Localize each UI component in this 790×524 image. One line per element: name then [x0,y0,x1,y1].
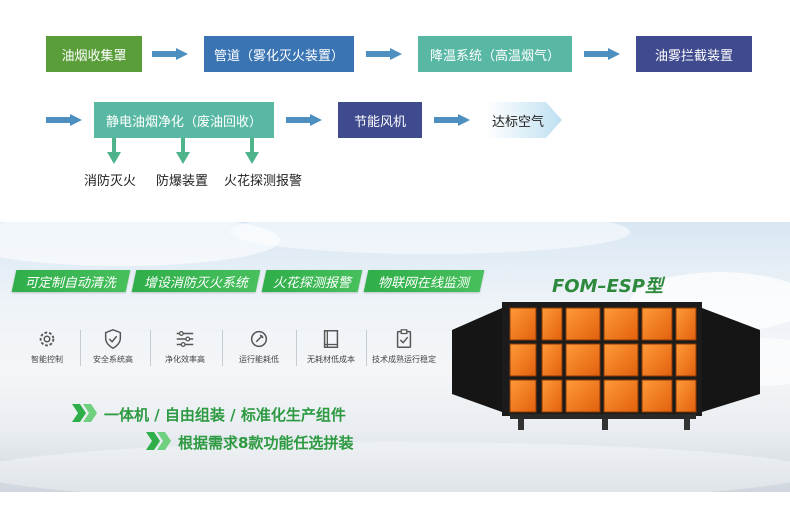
feature-divider [80,330,81,366]
filter-module [675,307,697,341]
feature-efficiency: 净化效率高 [152,328,218,365]
filter-module [509,379,537,413]
filter-module [603,343,639,377]
filter-module [641,307,673,341]
feature-smart-control: 智能控制 [14,328,80,365]
book-icon [323,330,339,348]
tag-spark-alarm: 火花探测报警 [261,270,363,292]
tag-iot-monitoring: 物联网在线监测 [363,270,485,292]
model-name: FOM–ESP型 [552,276,663,297]
clipboard-check-icon [396,329,412,348]
filter-module [565,307,601,341]
filter-module [541,343,563,377]
shield-check-icon [104,329,122,349]
flow-box-electrostatic: 静电油烟净化（废油回收） [94,102,274,138]
right-arrow-icon [366,48,402,60]
filter-module [603,307,639,341]
sub-label-spark-detection: 火花探测报警 [224,174,303,189]
filter-module [509,307,537,341]
tagline-modular: 一体机 / 自由组装 / 标准化生产组件 [104,406,346,424]
feature-divider [222,330,223,366]
filter-module [675,343,697,377]
filter-module [641,343,673,377]
clean-air-label: 达标空气 [491,114,544,130]
sliders-icon [176,331,194,347]
sub-label-explosion-proof: 防爆装置 [156,174,209,189]
double-chevron-icon [72,404,97,422]
double-chevron-icon [146,432,171,450]
flow-box-cooling: 降温系统（高温烟气） [418,36,572,72]
feature-stable: 技术成熟运行稳定 [370,328,438,365]
product-banner: 可定制自动清洗 增设消防灭火系统 火花探测报警 物联网在线监测 FOM–ESP型… [0,222,790,492]
flow-box-fan: 节能风机 [338,102,422,138]
sub-label-fire-suppression: 消防灭火 [84,174,137,189]
feature-divider [366,330,367,366]
filter-module [603,379,639,413]
filter-module [641,379,673,413]
gear-icon [39,331,55,347]
down-arrow-icon [107,138,121,164]
flow-box-hood: 油烟收集罩 [46,36,142,72]
right-arrow-icon [434,114,470,126]
right-arrow-icon [286,114,322,126]
down-arrow-icon [176,138,190,164]
right-arrow-icon [584,48,620,60]
feature-low-cost: 无耗材低成本 [298,328,364,365]
feature-divider [150,330,151,366]
filter-module [541,307,563,341]
tagline-eight-functions: 根据需求8款功能任选拼装 [178,434,354,452]
flow-box-duct: 管道（雾化灭火装置） [204,36,354,72]
down-arrow-icon [245,138,259,164]
flow-box-clean-air [486,102,562,138]
sky-clouds [0,222,790,492]
feature-low-energy: 运行能耗低 [226,328,292,365]
filter-module [509,343,537,377]
filter-module [565,343,601,377]
filter-module [565,379,601,413]
wrench-icon [250,330,268,348]
tag-auto-cleaning: 可定制自动清洗 [11,270,131,292]
filter-module [675,379,697,413]
purifier-unit-image [452,302,760,430]
tag-fire-system: 增设消防灭火系统 [131,270,261,292]
feature-divider [296,330,297,366]
flow-box-mist-interceptor: 油雾拦截装置 [636,36,752,72]
right-arrow-icon [46,114,82,126]
feature-safety: 安全系统高 [80,328,146,365]
right-arrow-icon [152,48,188,60]
filter-module [541,379,563,413]
bottom-spacer [0,492,790,524]
